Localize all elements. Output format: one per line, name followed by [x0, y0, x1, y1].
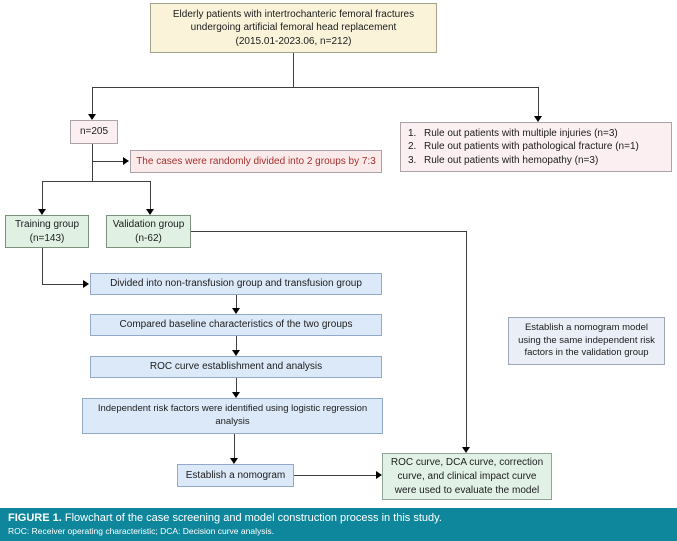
exclusion-item: 2. Rule out patients with pathological f… [408, 140, 639, 153]
node-line: (2015.01-2023.06, n=212) [235, 35, 352, 47]
arrowhead-right-icon [83, 280, 89, 288]
connector-training-down [42, 248, 43, 284]
node-text: ROC curve, DCA curve, correction curve, … [390, 456, 544, 496]
node-training-group: Training group (n=143) [5, 215, 89, 248]
node-roc-analysis: ROC curve establishment and analysis [90, 356, 382, 378]
connector-to-validation [150, 181, 151, 209]
connector-split-horizontal [92, 87, 539, 88]
node-logistic-regression: Independent risk factors were identified… [82, 398, 383, 434]
node-validation-group: Validation group (n-62) [106, 215, 191, 248]
node-line: n=205 [79, 126, 109, 138]
node-random-split: The cases were randomly divided into 2 g… [130, 150, 382, 173]
node-line: Compared baseline characteristics of the… [119, 319, 353, 331]
node-establish-nomogram: Establish a nomogram [177, 464, 294, 487]
arrowhead-down-icon [38, 209, 46, 215]
node-n205: n=205 [70, 120, 118, 144]
node-exclusion-criteria: 1. Rule out patients with multiple injur… [400, 122, 672, 172]
arrowhead-down-icon [232, 308, 240, 314]
connector-to-n205 [92, 87, 93, 114]
node-line: Validation group [112, 219, 185, 231]
node-line: undergoing artificial femoral head repla… [190, 22, 397, 34]
connector-compared-roc [236, 336, 237, 350]
node-validation-nomogram-model: Establish a nomogram model using the sam… [508, 317, 665, 365]
item-number: 2. [408, 141, 417, 153]
node-line: The cases were randomly divided into 2 g… [136, 155, 376, 167]
node-line: (n=143) [29, 232, 65, 244]
connector-divided-compared [236, 295, 237, 308]
item-number: 1. [408, 128, 417, 140]
node-study-population: Elderly patients with intertrochanteric … [150, 3, 437, 53]
connector-to-exclusions [538, 87, 539, 116]
item-text: Rule out patients with multiple injuries… [424, 128, 618, 140]
caption-text: Flowchart of the case screening and mode… [61, 512, 442, 524]
connector-to-training [42, 181, 43, 209]
arrowhead-down-icon [230, 458, 238, 464]
item-text: Rule out patients with hemopathy (n=3) [424, 154, 599, 166]
connector-to-random-split [92, 161, 123, 162]
arrowhead-down-icon [534, 116, 542, 122]
node-line: Independent risk factors were identified… [97, 403, 368, 415]
caption-note: ROC: Receiver operating characteristic; … [8, 525, 274, 536]
node-line: Elderly patients with intertrochanteric … [172, 9, 415, 21]
connector-group-split [42, 181, 151, 182]
exclusion-item: 1. Rule out patients with multiple injur… [408, 127, 618, 140]
connector-roc-independent [236, 378, 237, 392]
arrowhead-down-icon [88, 114, 96, 120]
node-model-evaluation: ROC curve, DCA curve, correction curve, … [382, 453, 552, 500]
caption-line: FIGURE 1. Flowchart of the case screenin… [8, 512, 677, 526]
connector-validation-down [466, 231, 467, 447]
item-number: 3. [408, 154, 417, 166]
arrowhead-down-icon [232, 392, 240, 398]
node-text: Establish a nomogram model using the sam… [518, 322, 655, 359]
connector-top-down [293, 53, 294, 87]
exclusion-item: 3. Rule out patients with hemopathy (n=3… [408, 154, 598, 167]
connector-n205-down [92, 144, 93, 182]
node-line: (n-62) [135, 232, 162, 244]
connector-validation-right [191, 231, 466, 232]
node-line: Training group [14, 219, 80, 231]
arrowhead-right-icon [123, 157, 129, 165]
node-divided-groups: Divided into non-transfusion group and t… [90, 273, 382, 295]
connector-establish-evaluate [294, 475, 376, 476]
node-line: analysis [215, 416, 250, 427]
caption-title: FIGURE 1. [8, 512, 62, 524]
node-baseline-comparison: Compared baseline characteristics of the… [90, 314, 382, 336]
figure-caption-bar: FIGURE 1. Flowchart of the case screenin… [0, 508, 677, 541]
item-text: Rule out patients with pathological frac… [424, 141, 639, 153]
node-line: Establish a nomogram [185, 469, 286, 481]
arrowhead-down-icon [146, 209, 154, 215]
node-line: ROC curve establishment and analysis [149, 361, 323, 373]
node-line: Divided into non-transfusion group and t… [110, 278, 362, 290]
arrowhead-down-icon [462, 447, 470, 453]
connector-independent-establish [234, 434, 235, 458]
arrowhead-down-icon [232, 350, 240, 356]
connector-training-right [42, 284, 83, 285]
arrowhead-right-icon [376, 471, 382, 479]
